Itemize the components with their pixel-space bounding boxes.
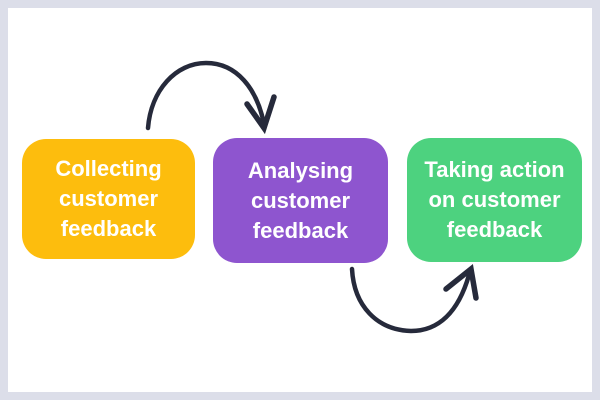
step-label-line: Taking action: [424, 157, 565, 182]
step-label-line: feedback: [60, 216, 157, 241]
step-label-line: Analysing: [247, 157, 354, 183]
step-label-line: customer: [58, 186, 159, 211]
step-box-collecting-feedback: Collecting customer feedback: [22, 139, 195, 259]
step-label-line: on customer: [428, 187, 561, 212]
step-box-analysing-feedback: Analysing customer feedback: [213, 138, 388, 263]
step-box-taking-action: Taking action on customer feedback: [407, 138, 582, 262]
step-label-line: Collecting: [55, 156, 162, 181]
step-label-line: customer: [250, 187, 351, 213]
step-label-line: feedback: [252, 217, 349, 243]
step-label-line: feedback: [446, 217, 543, 242]
